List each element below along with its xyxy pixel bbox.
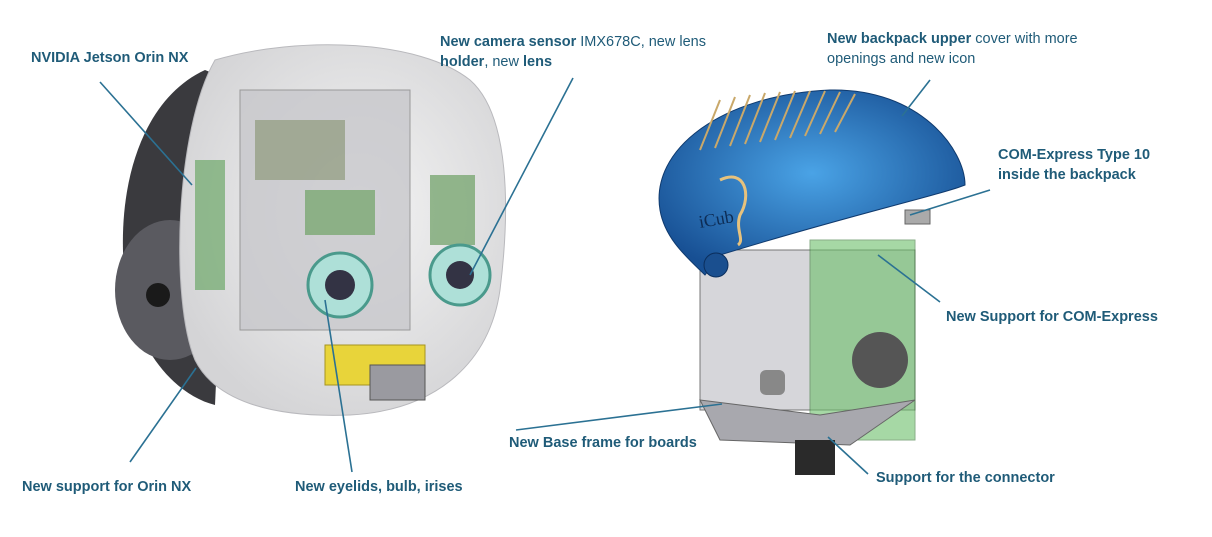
robot-head-render bbox=[115, 44, 507, 416]
label-support-com-express: New Support for COM-Express bbox=[946, 309, 1158, 325]
label-base-frame: New Base frame for boards bbox=[509, 435, 697, 451]
label-support-orin: New support for Orin NX bbox=[22, 479, 192, 495]
backpack-render: iCub bbox=[658, 89, 966, 475]
label-connector-support: Support for the connector bbox=[876, 470, 1055, 486]
label-eyelids: New eyelids, bulb, irises bbox=[295, 479, 463, 495]
leader-lines bbox=[99, 77, 991, 475]
label-backpack-cover: New backpack upper cover with more openi… bbox=[827, 31, 1078, 67]
label-jetson-orin: NVIDIA Jetson Orin NX bbox=[31, 50, 189, 66]
